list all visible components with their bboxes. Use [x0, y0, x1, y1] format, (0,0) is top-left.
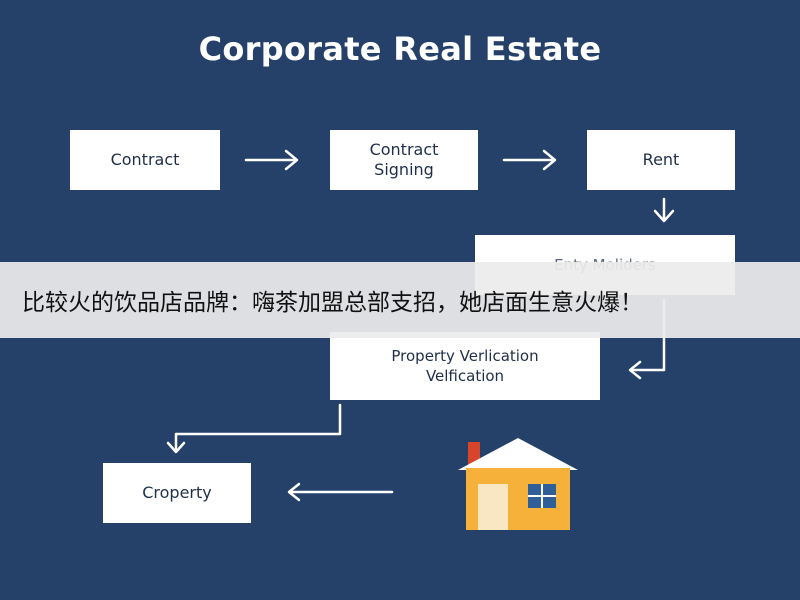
contract-signing-label-line1: Contract — [369, 140, 439, 159]
property-verification-label-line2: Velfication — [425, 367, 505, 385]
ad-banner[interactable]: 比较火的饮品店品牌：嗨茶加盟总部支招，她店面生意火爆！ — [0, 262, 800, 338]
arrow-left-icon — [287, 482, 394, 502]
contract-signing-label-line2: Signing — [374, 160, 434, 179]
house-icon — [458, 438, 578, 530]
contract-label: Contract — [110, 150, 180, 169]
rent-box: Rent — [587, 130, 735, 190]
arrow-down-icon — [653, 197, 675, 223]
diagram-title: Corporate Real Estate — [198, 30, 602, 68]
arrow-down-icon — [166, 403, 342, 454]
arrow-right-icon — [502, 149, 557, 171]
property-box: Croperty — [103, 463, 251, 523]
property-label: Croperty — [142, 483, 212, 502]
property-verification-box: Property Verlication Velfication — [330, 332, 600, 400]
property-verification-label-line1: Property Verlication — [391, 347, 539, 365]
contract-signing-box: Contract Signing — [330, 130, 478, 190]
contract-box: Contract — [70, 130, 220, 190]
arrow-right-icon — [244, 149, 299, 171]
rent-label: Rent — [642, 150, 680, 169]
house-door — [478, 484, 508, 530]
ad-banner-text: 比较火的饮品店品牌：嗨茶加盟总部支招，她店面生意火爆！ — [22, 290, 643, 316]
house-roof — [458, 438, 578, 470]
